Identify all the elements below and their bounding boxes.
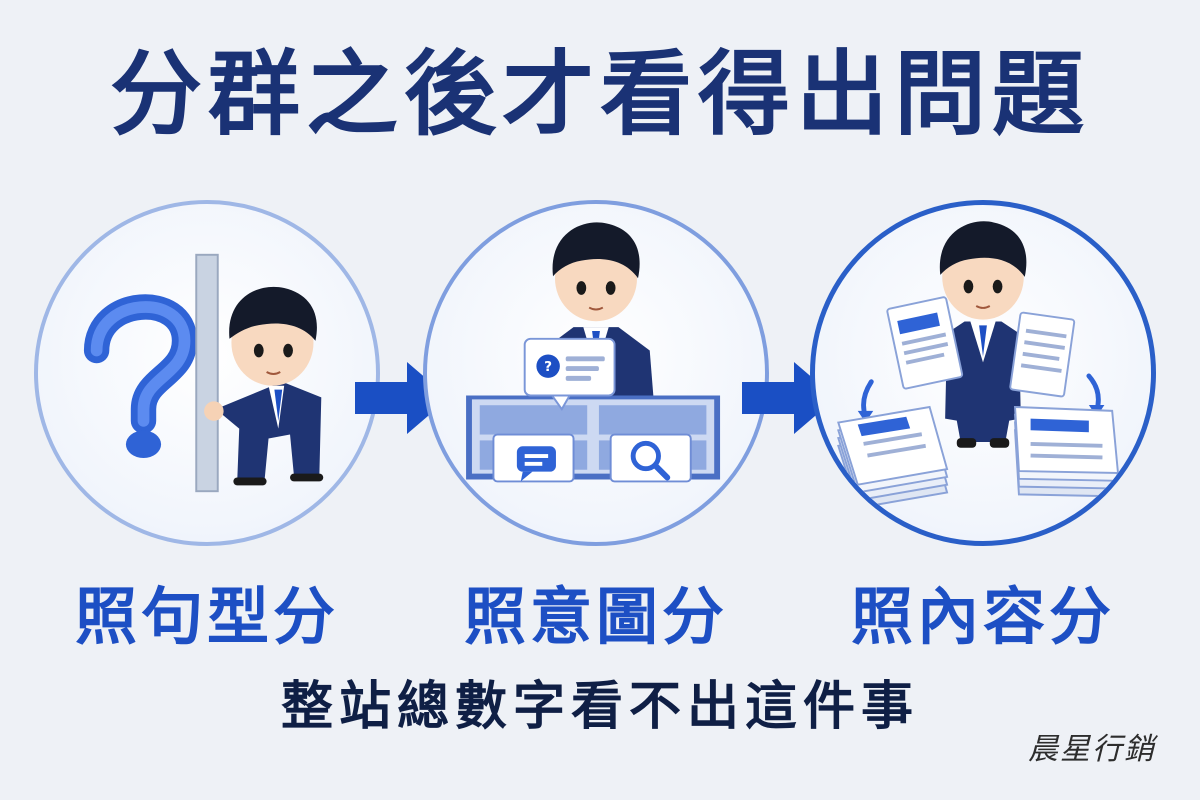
brand-signature: 晨星行銷 — [1028, 732, 1156, 767]
person-figure — [204, 286, 324, 486]
document-icon — [886, 296, 964, 390]
question-mark-icon — [83, 294, 198, 458]
svg-text:?: ? — [544, 359, 552, 375]
sorting-person-illustration: ? — [466, 222, 721, 483]
question-card-icon: ? — [523, 337, 616, 411]
document-sorting-illustration — [837, 221, 1120, 510]
step-3-circle — [810, 200, 1156, 546]
person-figure — [939, 221, 1027, 448]
document-icon — [1009, 311, 1076, 398]
step-1-label: 照句型分 — [74, 580, 339, 653]
subtitle: 整站總數字看不出這件事 — [280, 677, 919, 737]
document-stack-icon — [837, 405, 949, 510]
page-title: 分群之後才看得出問題 — [109, 41, 1090, 148]
wall-panel — [195, 253, 219, 493]
search-icon — [630, 440, 671, 481]
step-2-circle: ? — [423, 200, 769, 546]
sorting-tray-icon — [466, 395, 721, 483]
step-3-label: 照內容分 — [850, 580, 1115, 653]
step-2-label: 照意圖分 — [463, 580, 728, 653]
step-1-circle — [34, 200, 380, 546]
document-stack-icon — [1014, 405, 1120, 498]
peeking-person-illustration — [83, 253, 324, 493]
